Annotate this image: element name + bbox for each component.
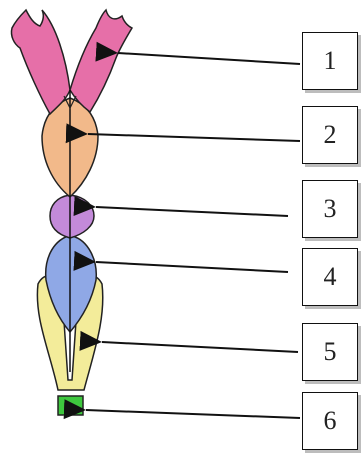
label-number-1: 1	[324, 46, 337, 76]
label-box-3: 3	[302, 180, 358, 238]
right-lobe-shape	[70, 10, 132, 112]
middle-segment-shape	[50, 195, 94, 238]
left-lobe-shape	[11, 10, 70, 114]
label-number-3: 3	[324, 194, 337, 224]
arrow-4	[96, 262, 288, 272]
arrow-2	[88, 134, 300, 141]
arrow-5	[102, 342, 298, 352]
label-box-5: 5	[302, 323, 358, 381]
label-box-6: 6	[302, 392, 358, 450]
label-number-4: 4	[324, 262, 337, 292]
label-box-2: 2	[302, 106, 358, 164]
arrow-6	[86, 410, 300, 418]
label-box-4: 4	[302, 248, 358, 306]
base-shape	[58, 396, 83, 415]
arrow-3	[96, 207, 288, 216]
label-number-6: 6	[324, 406, 337, 436]
label-box-1: 1	[302, 32, 358, 90]
arrow-1	[118, 53, 300, 64]
label-number-2: 2	[324, 120, 337, 150]
label-number-5: 5	[324, 337, 337, 367]
